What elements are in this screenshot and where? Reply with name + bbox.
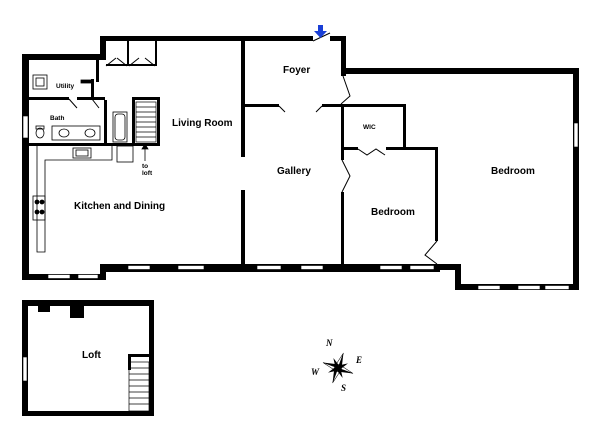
door-swings [68,32,438,265]
room-label-loft: Loft [82,350,101,361]
loft-window [22,356,28,382]
compass-east-label: E [356,355,363,365]
room-label-wic: WIC [363,124,376,131]
room-label-bath: Bath [50,115,65,122]
room-label-bedroom-second: Bedroom [371,207,415,218]
compass-rose-icon [322,352,354,384]
room-label-kitchen-dining: Kitchen and Dining [74,201,166,212]
room-label-utility: Utility [56,83,75,90]
compass-north-label: N [326,338,333,348]
compass-south-label: S [341,383,347,393]
to-loft-note: to loft [142,163,153,178]
loft-stairs [128,361,150,412]
entry-arrow-icon [314,25,327,38]
room-label-bedroom-master: Bedroom [491,166,535,177]
room-label-living-room: Living Room [172,118,233,129]
windows [22,115,579,290]
room-label-foyer: Foyer [283,65,311,76]
fixtures [32,74,157,253]
room-label-gallery: Gallery [277,166,311,177]
interior-walls [29,41,438,264]
compass-west-label: W [311,367,320,377]
